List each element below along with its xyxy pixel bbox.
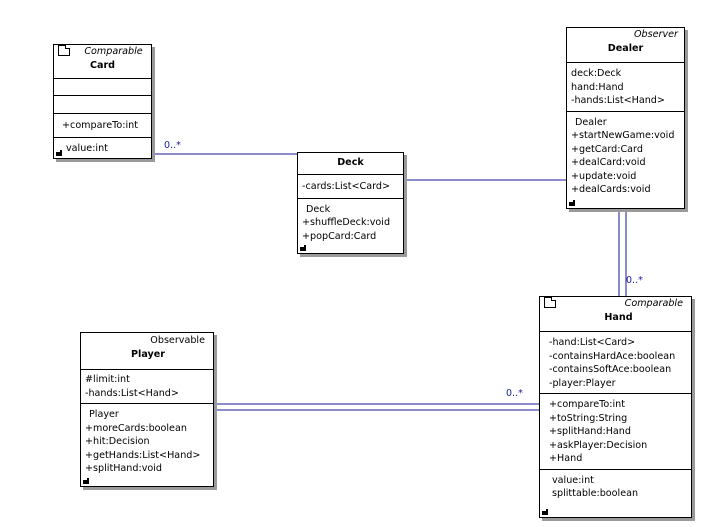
- class-dealer[interactable]: Observer Dealer deck:Deck hand:Hand -han…: [566, 27, 685, 209]
- class-name: Player: [131, 348, 165, 360]
- stereotype-label: Observer: [633, 29, 678, 40]
- properties-compartment: value:int splittable:boolean: [540, 470, 691, 501]
- class-header: Comparable Card: [54, 45, 151, 79]
- resize-corner-icon: [569, 200, 575, 206]
- operation-row: Dealer: [575, 116, 607, 128]
- operation-row: +compareTo:int: [549, 399, 625, 410]
- class-header: Observer Dealer: [567, 28, 684, 63]
- class-header: Observable Player: [81, 333, 213, 370]
- class-hand[interactable]: Comparable Hand -hand:List<Card> -contai…: [539, 296, 692, 518]
- class-header: Comparable Hand: [540, 297, 691, 332]
- operation-row: +update:void: [571, 170, 637, 182]
- class-deck[interactable]: Deck -cards:List<Card> Deck +shuffleDeck…: [297, 152, 404, 254]
- property-row: value:int: [66, 142, 108, 154]
- property-row: splittable:boolean: [552, 488, 639, 499]
- operations-compartment: +compareTo:int: [54, 114, 151, 138]
- package-icon: [58, 45, 70, 56]
- attribute-row: -hands:List<Hand>: [571, 95, 665, 106]
- operation-row: Player: [89, 409, 119, 420]
- operation-row: +hit:Decision: [85, 436, 150, 447]
- class-player[interactable]: Observable Player #limit:int -hands:List…: [80, 332, 214, 487]
- operation-row: +startNewGame:void: [571, 130, 675, 141]
- class-name: Deck: [337, 157, 364, 168]
- attribute-row: -hands:List<Hand>: [85, 387, 179, 399]
- operation-row: +askPlayer:Decision: [549, 439, 648, 451]
- class-name: Hand: [604, 311, 633, 323]
- operation-row: +popCard:Card: [302, 230, 377, 242]
- stereotype-label: Comparable: [84, 46, 143, 57]
- operation-row: Deck: [306, 203, 331, 215]
- attributes-compartment: -hand:List<Card> -containsHardAce:boolea…: [540, 332, 691, 394]
- class-name: Dealer: [607, 42, 644, 54]
- operation-row: +dealCards:void: [571, 184, 651, 195]
- attribute-row: -player:Player: [549, 377, 616, 389]
- attributes-compartment: -cards:List<Card>: [298, 175, 403, 199]
- multiplicity-card-deck: 0..*: [164, 140, 181, 151]
- resize-corner-icon: [56, 150, 62, 156]
- multiplicity-dealer-hand: 0..*: [626, 275, 643, 286]
- attribute-row: -containsSoftAce:boolean: [549, 364, 672, 375]
- operations-compartment: Deck +shuffleDeck:void +popCard:Card: [298, 199, 403, 244]
- resize-corner-icon: [83, 478, 89, 484]
- operation-row: +splitHand:Hand: [549, 426, 631, 437]
- class-card[interactable]: Comparable Card +compareTo:int value:int: [53, 44, 152, 159]
- resize-corner-icon: [542, 509, 548, 515]
- operations-compartment: +compareTo:int +toString:String +splitHa…: [540, 394, 691, 470]
- class-name: Card: [89, 59, 116, 71]
- attributes-compartment: deck:Deck hand:Hand -hands:List<Hand>: [567, 63, 684, 112]
- attribute-row: hand:Hand: [571, 81, 624, 93]
- attribute-row: -cards:List<Card>: [302, 181, 391, 192]
- operation-row: +Hand: [549, 453, 583, 464]
- operation-row: +compareTo:int: [62, 120, 138, 131]
- properties-compartment: value:int: [54, 138, 151, 156]
- operations-compartment: Dealer +startNewGame:void +getCard:Card …: [567, 112, 684, 197]
- multiplicity-player-hand: 0..*: [506, 388, 523, 399]
- attribute-row: -hand:List<Card>: [549, 337, 636, 348]
- stereotype-label: Observable: [150, 335, 205, 346]
- package-icon: [544, 297, 556, 308]
- operation-row: +getCard:Card: [571, 143, 643, 155]
- operation-row: +getHands:List<Hand>: [85, 449, 201, 461]
- class-header: Deck: [298, 153, 403, 175]
- resize-corner-icon: [300, 245, 306, 251]
- operations-compartment: Player +moreCards:boolean +hit:Decision …: [81, 404, 213, 476]
- operation-row: +moreCards:boolean: [85, 422, 187, 434]
- attribute-row: #limit:int: [85, 374, 130, 385]
- operation-row: +splitHand:void: [85, 463, 163, 474]
- attributes-compartment: #limit:int -hands:List<Hand>: [81, 370, 213, 404]
- attribute-row: -containsHardAce:boolean: [549, 350, 676, 362]
- operation-row: +toString:String: [549, 412, 628, 424]
- property-row: value:int: [552, 474, 594, 486]
- attributes-compartment: [54, 79, 151, 96]
- operation-row: +shuffleDeck:void: [302, 217, 391, 228]
- operation-row: +dealCard:void: [571, 157, 646, 168]
- stereotype-label: Comparable: [624, 298, 683, 309]
- attribute-row: deck:Deck: [571, 68, 622, 79]
- empty-compartment: [54, 96, 151, 114]
